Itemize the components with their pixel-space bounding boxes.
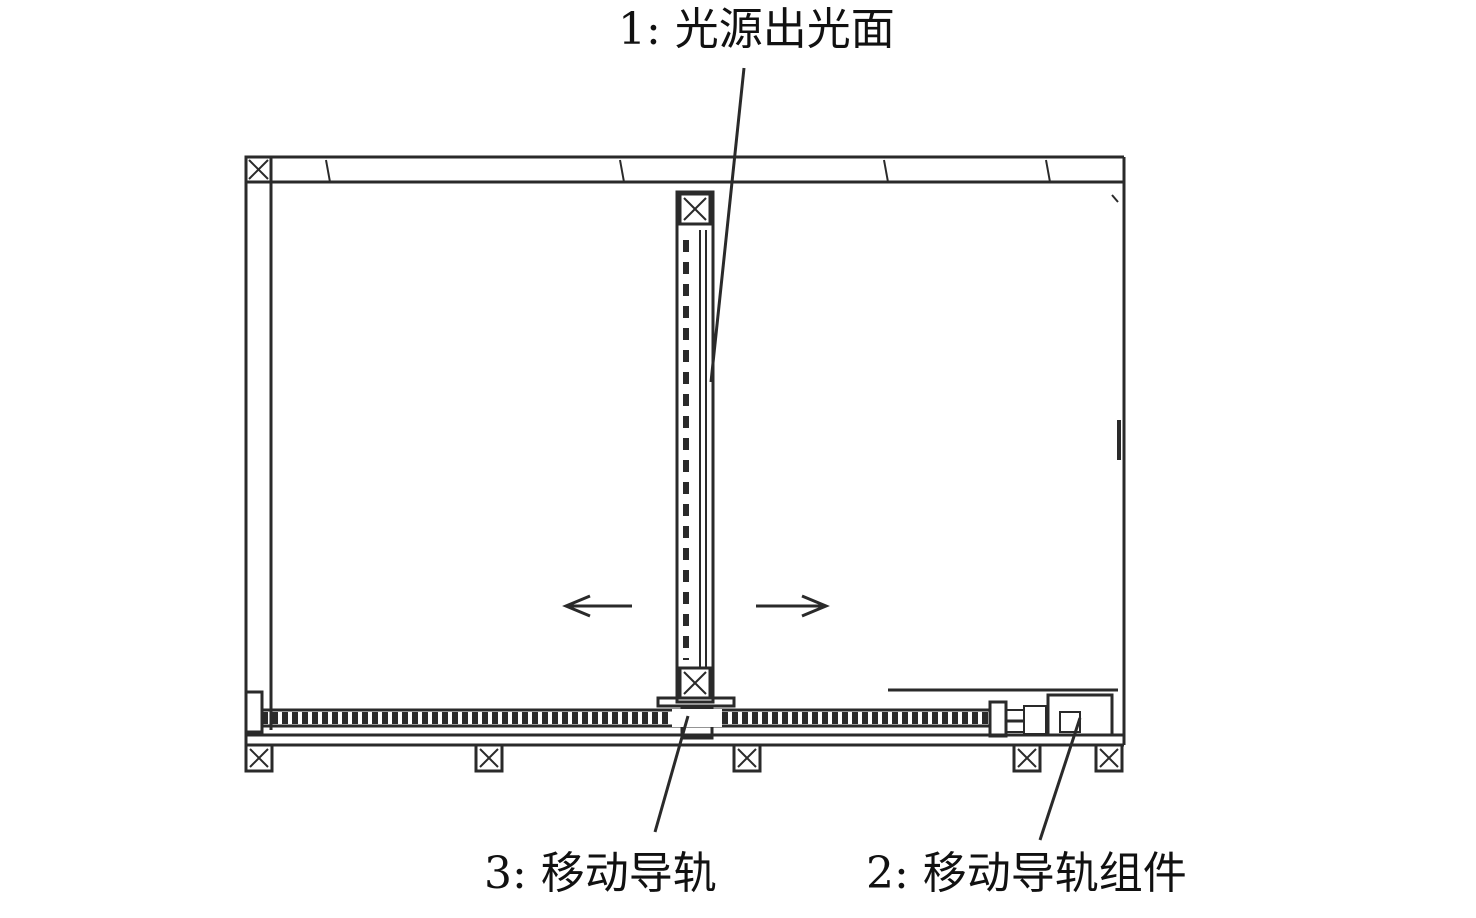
support-block [732, 743, 762, 773]
right-frame [1111, 157, 1126, 745]
support-block [1094, 743, 1124, 773]
leader-line-3 [653, 715, 690, 833]
corner-block-top-left [244, 155, 273, 184]
label-guide-rail-assembly: 2: 移动导轨组件 [866, 848, 1187, 899]
lead-screw [262, 708, 990, 728]
light-panel [675, 190, 715, 704]
support-block [474, 743, 504, 773]
arrow-left-icon [562, 594, 632, 618]
leader-line-2 [1038, 717, 1082, 841]
label-guide-rail: 3: 移动导轨 [484, 848, 717, 899]
left-frame [244, 157, 273, 770]
leader-line-1 [709, 67, 746, 383]
arrow-right-icon [756, 594, 830, 618]
screw-left-stop [244, 690, 264, 734]
drive-assembly [888, 688, 1118, 738]
bottom-rail [246, 733, 1124, 747]
support-block [244, 743, 274, 773]
top-rail [246, 155, 1124, 184]
support-block [1012, 743, 1042, 773]
label-light-output-surface: 1: 光源出光面 [618, 4, 895, 55]
